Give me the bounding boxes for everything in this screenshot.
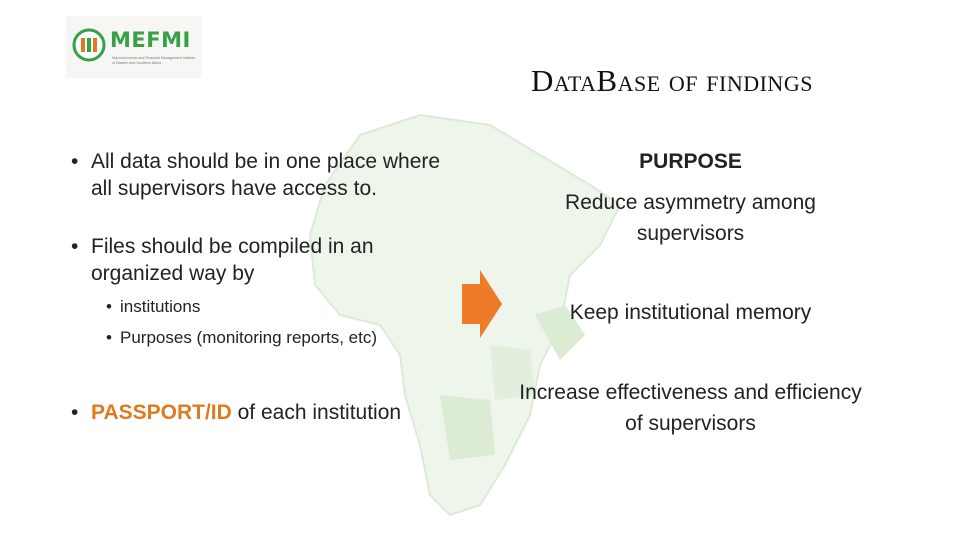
- right-arrow-icon: [462, 270, 502, 338]
- mefmi-logo: MEFMI Macroeconomic and Financial Manage…: [66, 16, 202, 78]
- sub-bullet-institutions: institutions: [106, 291, 470, 322]
- findings-bullet-list: All data should be in one place where al…: [70, 148, 470, 426]
- sub-bullet-purposes: Purposes (monitoring reports, etc): [106, 322, 470, 353]
- purpose-point-institutional-memory: Keep institutional memory: [569, 301, 812, 324]
- purpose-point-reduce-asymmetry: Reduce asymmetry among supervisors: [565, 191, 816, 245]
- bullet-passport-id: PASSPORT/ID of each institution: [70, 399, 470, 426]
- purpose-heading: PURPOSE: [639, 150, 742, 173]
- bullet-data-location: All data should be in one place where al…: [70, 148, 451, 202]
- logo-wordmark: MEFMI: [110, 28, 191, 52]
- logo-subtitle: Macroeconomic and Financial Management I…: [112, 56, 196, 65]
- passport-id-highlight: PASSPORT/ID: [91, 401, 232, 424]
- mefmi-emblem-icon: [72, 28, 106, 62]
- slide-title: DataBase of findings: [531, 63, 813, 98]
- bullet-file-organization: Files should be compiled in an organized…: [70, 233, 451, 287]
- passport-id-rest: of each institution: [231, 401, 402, 424]
- purpose-point-effectiveness: Increase effectiveness and efficiency of…: [519, 381, 862, 435]
